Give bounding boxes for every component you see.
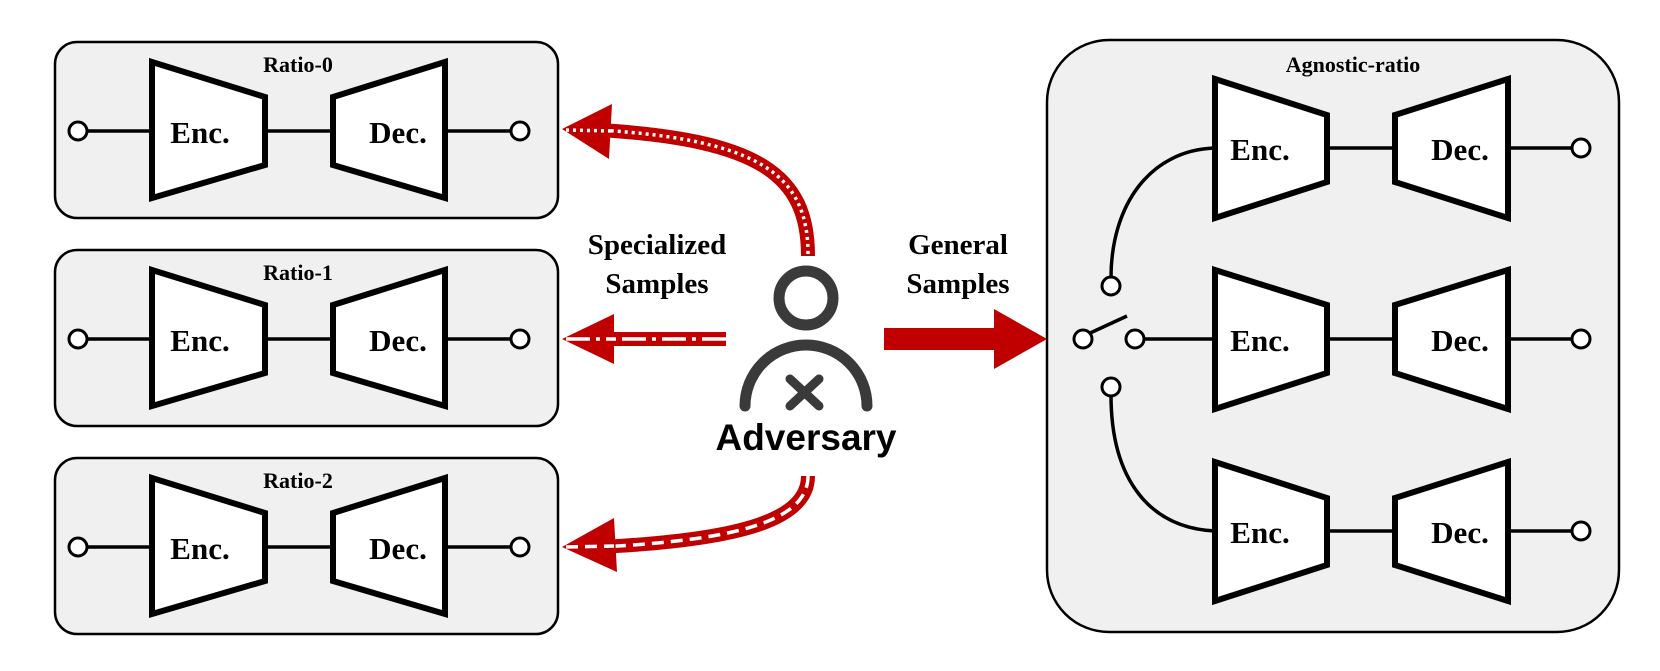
panel-title: Agnostic-ratio — [1286, 52, 1420, 77]
panel-title: Ratio-0 — [263, 52, 333, 77]
switch-icon — [1072, 146, 1216, 533]
input-port — [67, 536, 89, 558]
encoder-block — [1212, 74, 1330, 223]
agnostic-row-1: Enc. Dec. — [1212, 265, 1592, 414]
person-with-x-icon — [739, 265, 873, 412]
encoder-block — [149, 57, 268, 203]
encoder-label: Enc. — [170, 531, 229, 566]
encoder-label: Enc. — [170, 115, 229, 150]
decoder-label: Dec. — [369, 531, 427, 566]
encoder-block — [1212, 457, 1330, 606]
decoder-label: Dec. — [1431, 323, 1489, 358]
encoder-label: Enc. — [1230, 132, 1289, 167]
decoder-block — [1392, 74, 1511, 223]
output-port — [1570, 137, 1592, 159]
decoder-block — [330, 57, 448, 203]
encoder-block — [149, 265, 268, 411]
decoder-block — [1392, 457, 1511, 606]
decoder-label: Dec. — [369, 115, 427, 150]
agnostic-row-2: Enc. Dec. — [1212, 457, 1592, 606]
input-port — [67, 120, 89, 142]
decoder-label: Dec. — [369, 323, 427, 358]
panel-ratio-0: Ratio-0 Enc. Dec. — [53, 40, 560, 220]
specialized-samples-line-1: Specialized — [588, 229, 727, 261]
panel-title: Ratio-1 — [263, 260, 333, 285]
panel-agnostic-ratio: Agnostic-ratio Enc. Dec. Enc. Dec. Enc. — [1045, 38, 1621, 634]
encoder-label: Enc. — [170, 323, 229, 358]
arrow-to-ratio-2 — [562, 475, 815, 572]
panel-title: Ratio-2 — [263, 468, 333, 493]
output-port — [509, 120, 531, 142]
output-port — [1570, 328, 1592, 350]
decoder-block — [1392, 265, 1511, 414]
arrow-to-ratio-1 — [562, 314, 726, 364]
decoder-label: Dec. — [1431, 515, 1489, 550]
output-port — [509, 328, 531, 350]
panel-ratio-1: Ratio-1 Enc. Dec. — [53, 248, 560, 428]
encoder-label: Enc. — [1230, 515, 1289, 550]
agnostic-row-0: Enc. Dec. — [1212, 74, 1592, 223]
arrow-to-ratio-0 — [562, 104, 815, 257]
input-port — [67, 328, 89, 350]
arrow-general-samples — [884, 309, 1047, 369]
adversary-label: Adversary — [715, 417, 896, 458]
output-port — [509, 536, 531, 558]
specialized-samples-line-2: Samples — [605, 268, 708, 300]
decoder-block — [330, 265, 448, 411]
encoder-block — [1212, 265, 1330, 414]
decoder-label: Dec. — [1431, 132, 1489, 167]
panel-ratio-2: Ratio-2 Enc. Dec. — [53, 456, 560, 636]
output-port — [1570, 520, 1592, 542]
decoder-block — [330, 473, 448, 619]
general-samples-line-1: General — [908, 229, 1008, 261]
encoder-block — [149, 473, 268, 619]
encoder-label: Enc. — [1230, 323, 1289, 358]
general-samples-line-2: Samples — [906, 268, 1009, 300]
